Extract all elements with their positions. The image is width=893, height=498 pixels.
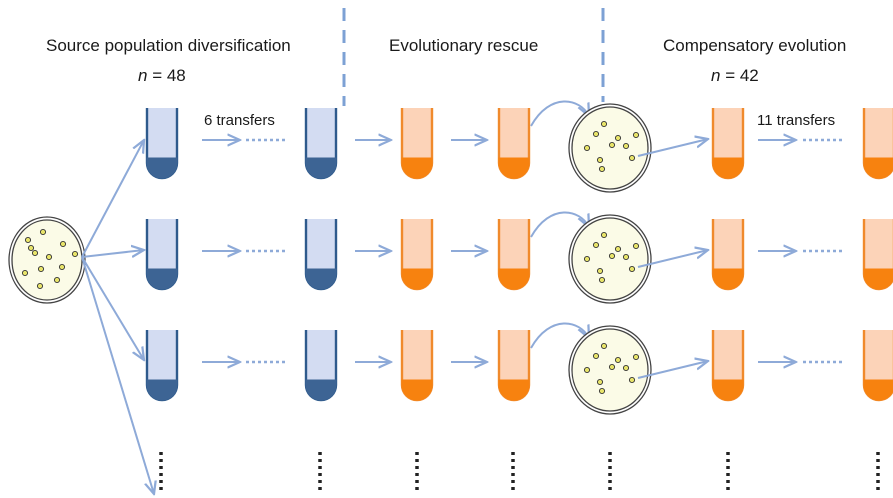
section-title-diversification: Source population diversification [46, 36, 291, 55]
orange-tube-pellet [401, 157, 433, 179]
colony-dot [622, 364, 630, 372]
colony-dot [27, 244, 35, 252]
plating-arrow [530, 322, 589, 349]
blue-tube-pellet [305, 268, 337, 290]
colony-dot [622, 142, 630, 150]
transfer-arrow [637, 250, 708, 268]
rescue-petri-dish [571, 106, 649, 190]
section-title-rescue: Evolutionary rescue [389, 36, 539, 55]
colony-dot [45, 253, 53, 261]
colony-dot [608, 252, 616, 260]
colony-dot [583, 144, 591, 152]
section-title-compensatory: Compensatory evolution [663, 36, 847, 55]
colony-dot [53, 276, 61, 284]
colony-dot [36, 282, 44, 290]
orange-tube-pellet [498, 268, 530, 290]
colony-dot [632, 242, 640, 250]
colony-dot [622, 253, 630, 261]
colony-dot [583, 255, 591, 263]
transfer-arrow [637, 139, 708, 157]
colony-dot [21, 269, 29, 277]
colony-dot [24, 236, 32, 244]
colony-dot [614, 356, 622, 364]
orange-tube-pellet [712, 379, 744, 401]
colony-dot [628, 265, 636, 273]
transfer-label-stage3: 11 transfers [757, 112, 836, 129]
colony-dot [583, 366, 591, 374]
transfer-label-stage1: 6 transfers [204, 112, 275, 129]
colony-dot [596, 156, 604, 164]
colony-dot [598, 276, 606, 284]
n-label-compensatory: n = 42 [711, 66, 759, 85]
colony-dot [58, 263, 66, 271]
orange-tube-pellet [712, 268, 744, 290]
colony-dot [600, 342, 608, 350]
blue-tube-pellet [305, 157, 337, 179]
colony-dot [608, 363, 616, 371]
colony-dot [37, 265, 45, 273]
colony-dot [592, 130, 600, 138]
blue-tube-pellet [146, 157, 178, 179]
orange-tube-pellet [498, 157, 530, 179]
colony-dot [596, 378, 604, 386]
colony-dot [632, 131, 640, 139]
orange-tube-pellet [863, 157, 893, 179]
rescue-petri-dish [571, 217, 649, 301]
orange-tube-pellet [863, 379, 893, 401]
colony-dot [596, 267, 604, 275]
orange-tube-pellet [401, 379, 433, 401]
colony-dot [628, 376, 636, 384]
colony-dot [608, 141, 616, 149]
orange-tube-pellet [712, 157, 744, 179]
colony-dot [39, 228, 47, 236]
transfer-arrow [81, 256, 154, 494]
colony-dot [592, 241, 600, 249]
orange-tube-pellet [498, 379, 530, 401]
transfer-arrow [81, 256, 144, 360]
colony-dot [598, 165, 606, 173]
colony-dot [59, 240, 67, 248]
transfer-arrow [81, 250, 144, 258]
colony-dot [614, 245, 622, 253]
transfer-arrow [637, 361, 708, 379]
colony-dot [598, 387, 606, 395]
n-label-diversification: n = 48 [138, 66, 186, 85]
plating-arrow [530, 100, 589, 127]
source-petri-dish [11, 219, 83, 301]
colony-dot [600, 231, 608, 239]
plating-arrow [530, 211, 589, 238]
colony-dot [592, 352, 600, 360]
colony-dot [71, 250, 79, 258]
blue-tube-pellet [146, 379, 178, 401]
colony-dot [600, 120, 608, 128]
transfer-arrow [81, 140, 144, 258]
blue-tube-pellet [146, 268, 178, 290]
colony-dot [31, 249, 39, 257]
rescue-petri-dish [571, 328, 649, 412]
colony-dot [614, 134, 622, 142]
colony-dot [632, 353, 640, 361]
orange-tube-pellet [863, 268, 893, 290]
orange-tube-pellet [401, 268, 433, 290]
blue-tube-pellet [305, 379, 337, 401]
colony-dot [628, 154, 636, 162]
